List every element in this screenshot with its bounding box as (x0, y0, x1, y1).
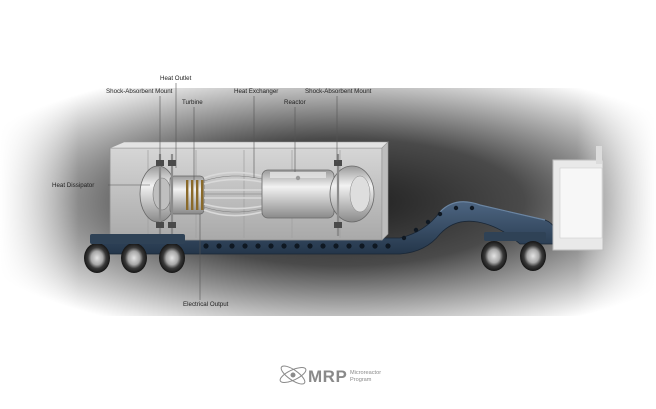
trailer-wheels (84, 232, 546, 273)
logo-mark-text: MRP (308, 367, 347, 386)
logo-line-1: Microreactor (350, 370, 381, 376)
leader-lines (108, 83, 338, 300)
label-electrical-output: Electrical Output (183, 301, 229, 308)
atom-orbit-icon (279, 365, 307, 385)
mrp-logo: MRP Microreactor Program (279, 365, 381, 386)
label-heat-outlet: Heat Outlet (160, 75, 192, 82)
internal-machinery (139, 154, 375, 236)
label-turbine: Turbine (182, 99, 203, 106)
trailer-chassis (91, 201, 557, 255)
label-shock-mount-right: Shock-Absorbent Mount (305, 88, 372, 95)
callout-labels: Heat Outlet Shock-Absorbent Mount Turbin… (52, 75, 372, 308)
label-heat-dissipator: Heat Dissipator (52, 182, 94, 189)
label-shock-mount-left: Shock-Absorbent Mount (106, 88, 173, 95)
heat-exchanger-pipes (203, 171, 263, 217)
label-heat-exchanger: Heat Exchanger (234, 88, 278, 95)
logo-line-2: Program (350, 377, 372, 383)
label-reactor: Reactor (284, 99, 306, 106)
chassis-holes (203, 205, 475, 249)
truck-cab (552, 146, 604, 251)
